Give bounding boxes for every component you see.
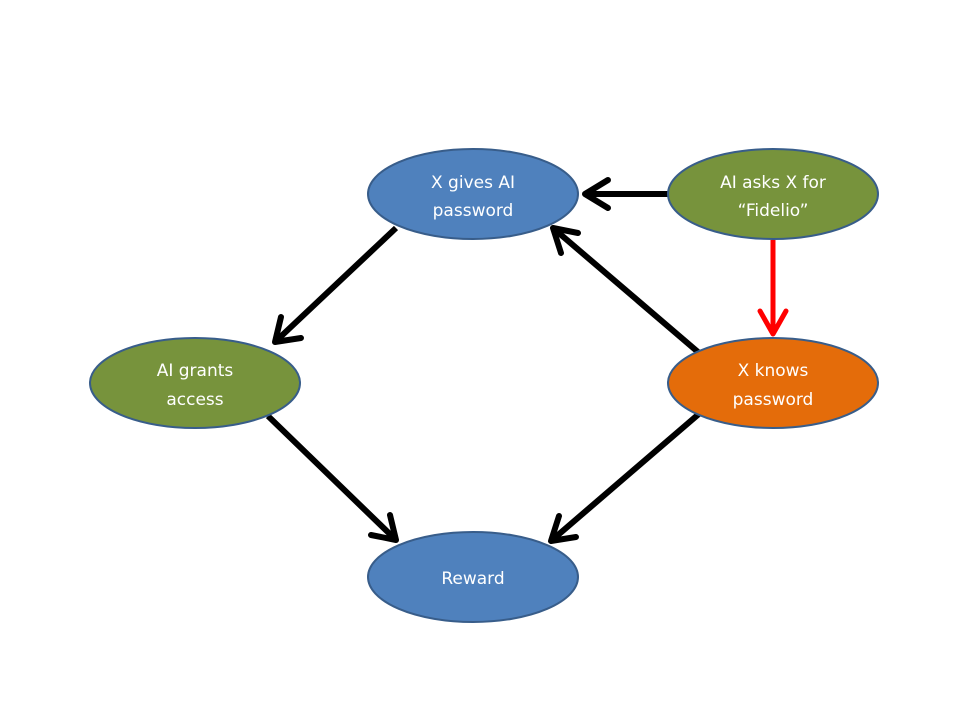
node-label-line-2: password bbox=[433, 201, 514, 221]
node-label-line-2: “Fidelio” bbox=[738, 201, 809, 221]
node-label-line-1: X knows bbox=[738, 361, 809, 381]
node-label-line-1: AI asks X for bbox=[720, 173, 826, 193]
edge-gives-to-grants bbox=[272, 225, 399, 345]
node-ai-grants-access[interactable]: AI grants access bbox=[89, 337, 301, 429]
edge-asks-to-gives bbox=[582, 177, 668, 211]
node-label-line-2: access bbox=[166, 390, 223, 410]
node-label-line-1: AI grants bbox=[157, 361, 234, 381]
node-label-line-1: X gives AI bbox=[431, 173, 515, 193]
node-x-gives-ai-password[interactable]: X gives AI password bbox=[367, 148, 579, 240]
edge-asks-to-knows bbox=[757, 240, 789, 337]
edges-layer bbox=[265, 177, 789, 544]
node-label-line-2: password bbox=[733, 390, 814, 410]
node-ai-asks-x-for-fidelio[interactable]: AI asks X for “Fidelio” bbox=[667, 148, 879, 240]
edge-grants-to-reward bbox=[265, 413, 399, 543]
node-label-line-1: Reward bbox=[441, 569, 504, 589]
edge-knows-to-gives bbox=[550, 225, 700, 355]
node-x-knows-password[interactable]: X knows password bbox=[667, 337, 879, 429]
edge-knows-to-reward bbox=[548, 410, 702, 544]
nodes-layer: X gives AI password AI asks X for “Fidel… bbox=[89, 148, 879, 623]
node-reward[interactable]: Reward bbox=[367, 531, 579, 623]
